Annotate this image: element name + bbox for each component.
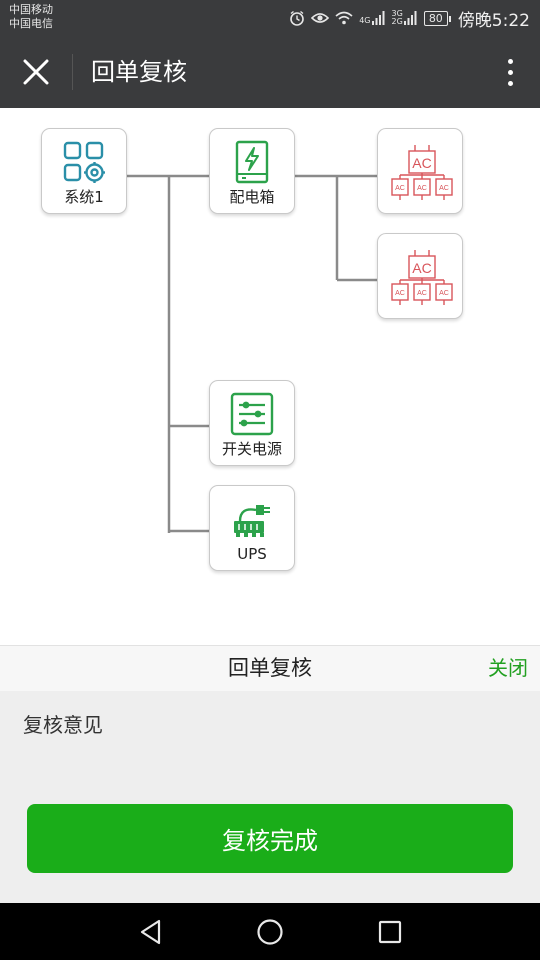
ac-sub-text: AC (395, 290, 405, 297)
ac-sub-text: AC (395, 185, 405, 192)
home-circle-icon (257, 919, 283, 945)
network-1: 4G (359, 16, 371, 25)
node-system[interactable]: 系统1 (41, 128, 127, 214)
ac-main-text: AC (412, 155, 431, 171)
more-vertical-icon-dot (507, 80, 513, 86)
ups-battery-plug-icon (229, 496, 275, 542)
ac-sub-text: AC (439, 185, 449, 192)
ac-sub-text: AC (417, 290, 427, 297)
status-icons: 4G 3G 2G 80 傍晚5:22 (289, 0, 530, 36)
close-button[interactable] (14, 54, 58, 90)
system-grid-gear-icon (61, 139, 107, 185)
node-label: UPS (237, 545, 267, 563)
network-2a: 3G (391, 9, 403, 18)
ac-sub-text: AC (417, 185, 427, 192)
battery-icon: 80 (423, 10, 451, 26)
ac-unit-icon: AC AC AC AC (385, 137, 455, 203)
close-icon (23, 59, 49, 85)
title-bar: 回单复核 (0, 36, 540, 108)
more-button[interactable] (498, 54, 522, 90)
review-comment-field[interactable]: 复核意见 (23, 713, 103, 737)
page-title: 回单复核 (91, 58, 187, 86)
signal-icon (403, 11, 417, 25)
navigation-bar (0, 903, 540, 960)
topology-diagram: 系统1 配电箱 AC (0, 108, 540, 645)
alarm-icon (290, 10, 305, 26)
carrier-2: 中国电信 (9, 17, 53, 30)
back-triangle-icon (140, 919, 161, 945)
node-label: 系统1 (64, 188, 104, 206)
wifi-icon (335, 11, 353, 25)
node-switch-power[interactable]: 开关电源 (209, 380, 295, 466)
review-complete-button[interactable]: 复核完成 (27, 804, 513, 873)
node-distribution-box[interactable]: 配电箱 (209, 128, 295, 214)
more-vertical-icon-dot (507, 58, 513, 64)
eye-icon (311, 13, 330, 23)
status-bar: 中国移动 中国电信 4G 3G 2G (0, 0, 540, 36)
title-divider (72, 54, 73, 90)
recent-square-icon (378, 920, 402, 944)
signal-2: 3G 2G (392, 10, 418, 26)
node-ac-2[interactable]: AC AC AC AC (377, 233, 463, 319)
node-label: 配电箱 (229, 188, 275, 206)
signal-icon (371, 11, 385, 25)
nav-home-button[interactable] (255, 917, 285, 947)
network-2b: 2G (391, 17, 403, 26)
sheet-close-button[interactable]: 关闭 (488, 656, 528, 680)
node-label: 开关电源 (221, 440, 282, 458)
carrier-1: 中国移动 (9, 3, 53, 16)
sheet-header: 回单复核 关闭 (0, 645, 540, 691)
node-ups[interactable]: UPS (209, 485, 295, 571)
ac-main-text: AC (412, 260, 431, 276)
status-clock: 傍晚5:22 (457, 10, 530, 31)
nav-back-button[interactable] (136, 917, 166, 947)
distribution-box-icon (229, 139, 275, 185)
nav-recent-button[interactable] (375, 917, 405, 947)
carrier-info: 中国移动 中国电信 (9, 3, 53, 31)
more-vertical-icon-dot (507, 69, 513, 75)
sheet-body: 复核意见 复核完成 (0, 691, 540, 903)
ac-unit-icon: AC AC AC AC (385, 242, 455, 308)
connector-lines (126, 174, 378, 533)
sheet-title: 回单复核 (228, 656, 312, 680)
signal-1: 4G (359, 11, 385, 25)
ac-sub-text: AC (439, 290, 449, 297)
node-ac-1[interactable]: AC AC AC AC (377, 128, 463, 214)
switch-power-icon (229, 391, 275, 437)
